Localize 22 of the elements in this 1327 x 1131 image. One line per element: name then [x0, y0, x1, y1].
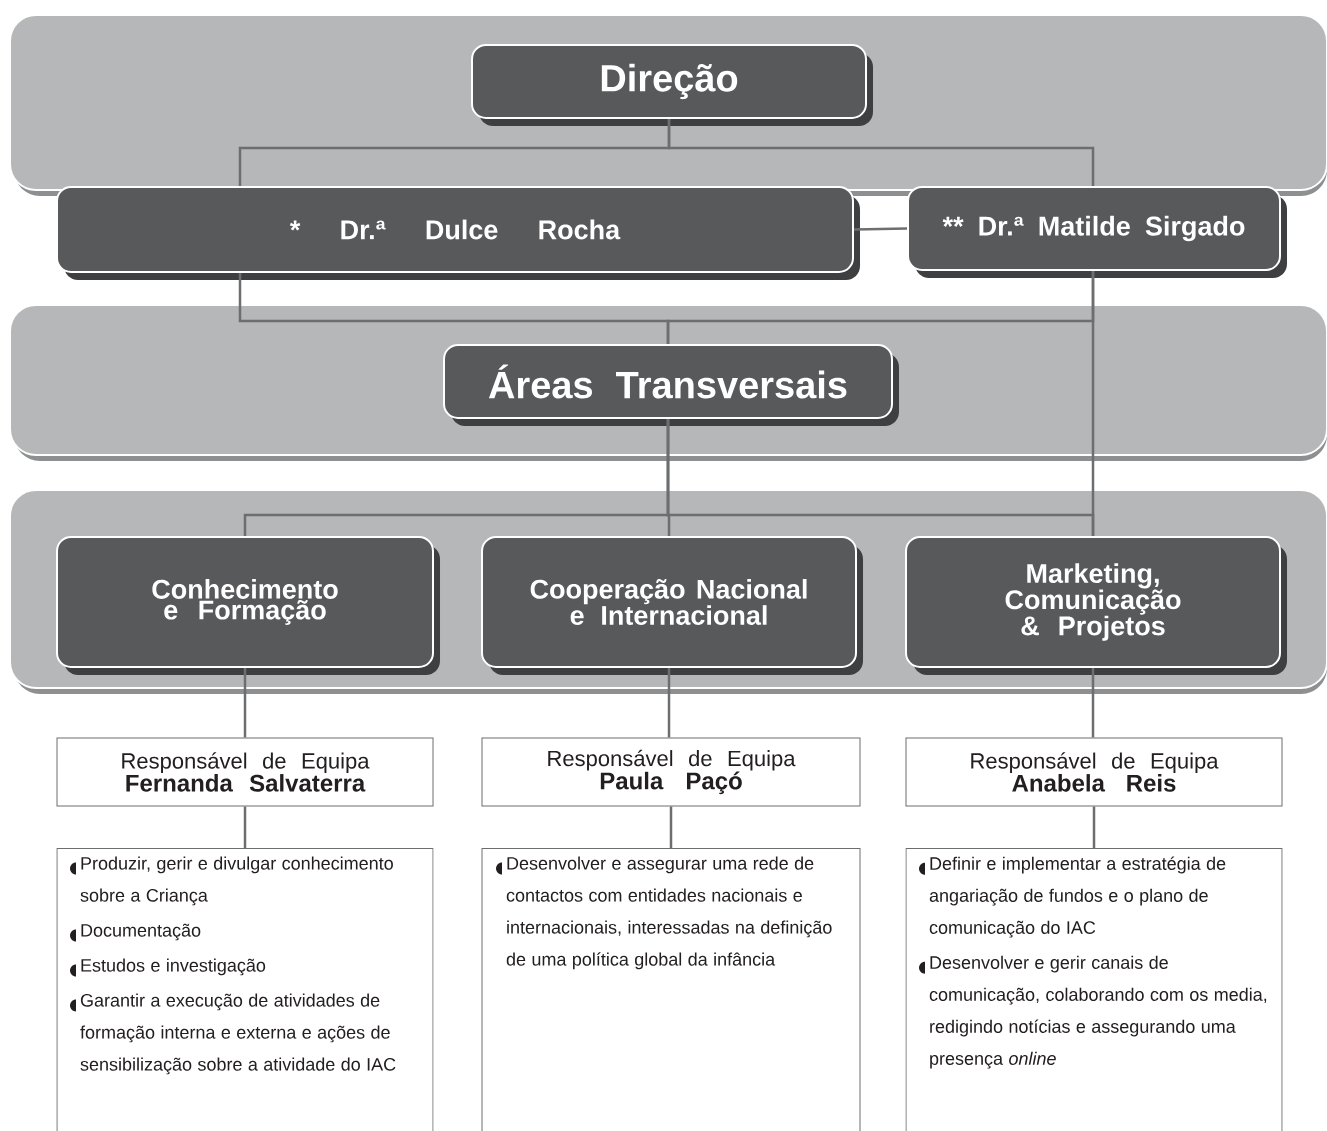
org-box: * Dr.ª Dulce Rocha: [56, 186, 860, 280]
connector-line: [669, 806, 673, 848]
connector-line: [1091, 668, 1095, 738]
org-box: Áreas Transversais: [443, 344, 899, 426]
connector-line: [667, 668, 671, 738]
connector-line: [243, 806, 247, 848]
connector-line: [667, 119, 1095, 186]
org-box: ** Dr.ª Matilde Sirgado: [907, 186, 1287, 278]
task-list-box: Desenvolver e assegurar uma rede de contactos com entidades nacionais e internacionais, interessadas na definição de uma política global da infância: [481, 848, 861, 1131]
org-box: Conhecimento e Formação: [56, 536, 440, 675]
connector-line: [666, 419, 1095, 536]
connector-line: [854, 227, 908, 231]
team-leader-box: Responsável de Equipa Fernanda Salvaterra: [56, 737, 434, 807]
org-box: Marketing, Comunicação & Projetos: [905, 536, 1287, 675]
org-box: Direção: [471, 44, 873, 126]
connector-line: [243, 668, 247, 738]
org-box: Cooperação Nacional e Internacional: [481, 536, 863, 675]
connector-line: [1092, 806, 1096, 848]
team-leader-box: Responsável de Equipa Anabela Reis: [905, 737, 1283, 807]
task-list-box: Produzir, gerir e divulgar conhecimento sobre a Criança Documentação Estudos e investigação Garantir a execução de atividades de formação interna e externa e ações de sensibilização sobre a atividade do IAC: [56, 848, 434, 1131]
team-leader-box: Responsável de Equipa Paula Paçó: [481, 737, 861, 807]
task-list-box: Definir e implementar a estratégia de angariação de fundos e o plano de comunicação do IAC Desenvolver e gerir canais de comunicação, colaborando com os media, redigindo notícias e assegurando uma presença online: [905, 848, 1283, 1131]
